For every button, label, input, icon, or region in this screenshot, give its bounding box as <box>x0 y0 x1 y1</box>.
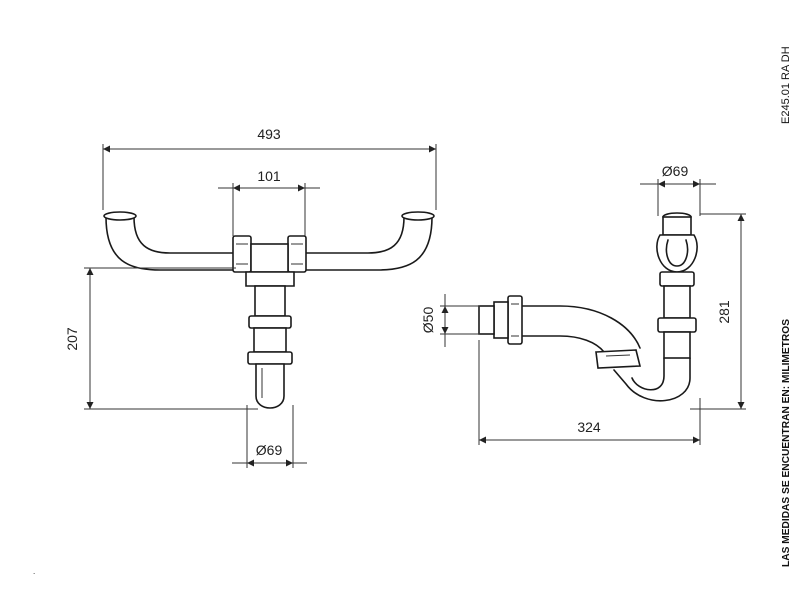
dimension-label-left-height: 207 <box>64 327 80 351</box>
dimension-right-width: 324 <box>478 340 701 445</box>
drawing-code-label: E245.01 RA DH <box>780 46 792 124</box>
dimension-overall-width: 493 <box>102 126 437 210</box>
p-trap-bend <box>519 305 691 402</box>
dimension-right-side-outlet-diameter: Ø50 <box>420 294 480 347</box>
p-trap-side-outlet <box>478 295 523 345</box>
trap-central-fittings <box>232 235 307 287</box>
p-trap-inlet <box>656 212 698 359</box>
dimension-right-height: 281 <box>690 213 746 410</box>
dimension-label-overall-width: 493 <box>257 126 281 142</box>
dimension-left-height: 207 <box>64 267 258 410</box>
trap-horizontal-arms <box>103 211 435 271</box>
dimension-label-inlet-spacing: 101 <box>257 168 281 184</box>
trap-vertical-body <box>247 285 293 409</box>
dimension-label-right-side-outlet-diameter: Ø50 <box>420 307 436 334</box>
corner-mark: . <box>33 567 35 576</box>
dimension-left-outlet-diameter: Ø69 <box>232 405 307 468</box>
dimension-label-right-width: 324 <box>577 419 601 435</box>
dimension-label-right-height: 281 <box>716 300 732 324</box>
dimension-label-left-outlet-diameter: Ø69 <box>256 442 283 458</box>
dimension-inlet-spacing: 101 <box>218 168 320 236</box>
units-note-label: LAS MEDIDAS SE ENCUENTRAN EN: MILIMETROS <box>781 319 792 567</box>
double-trap-drawing: 493 101 <box>64 126 437 468</box>
p-trap-drawing: Ø69 <box>420 163 746 445</box>
dimension-right-inlet-diameter: Ø69 <box>640 163 716 216</box>
dimension-label-right-inlet-diameter: Ø69 <box>662 163 689 179</box>
